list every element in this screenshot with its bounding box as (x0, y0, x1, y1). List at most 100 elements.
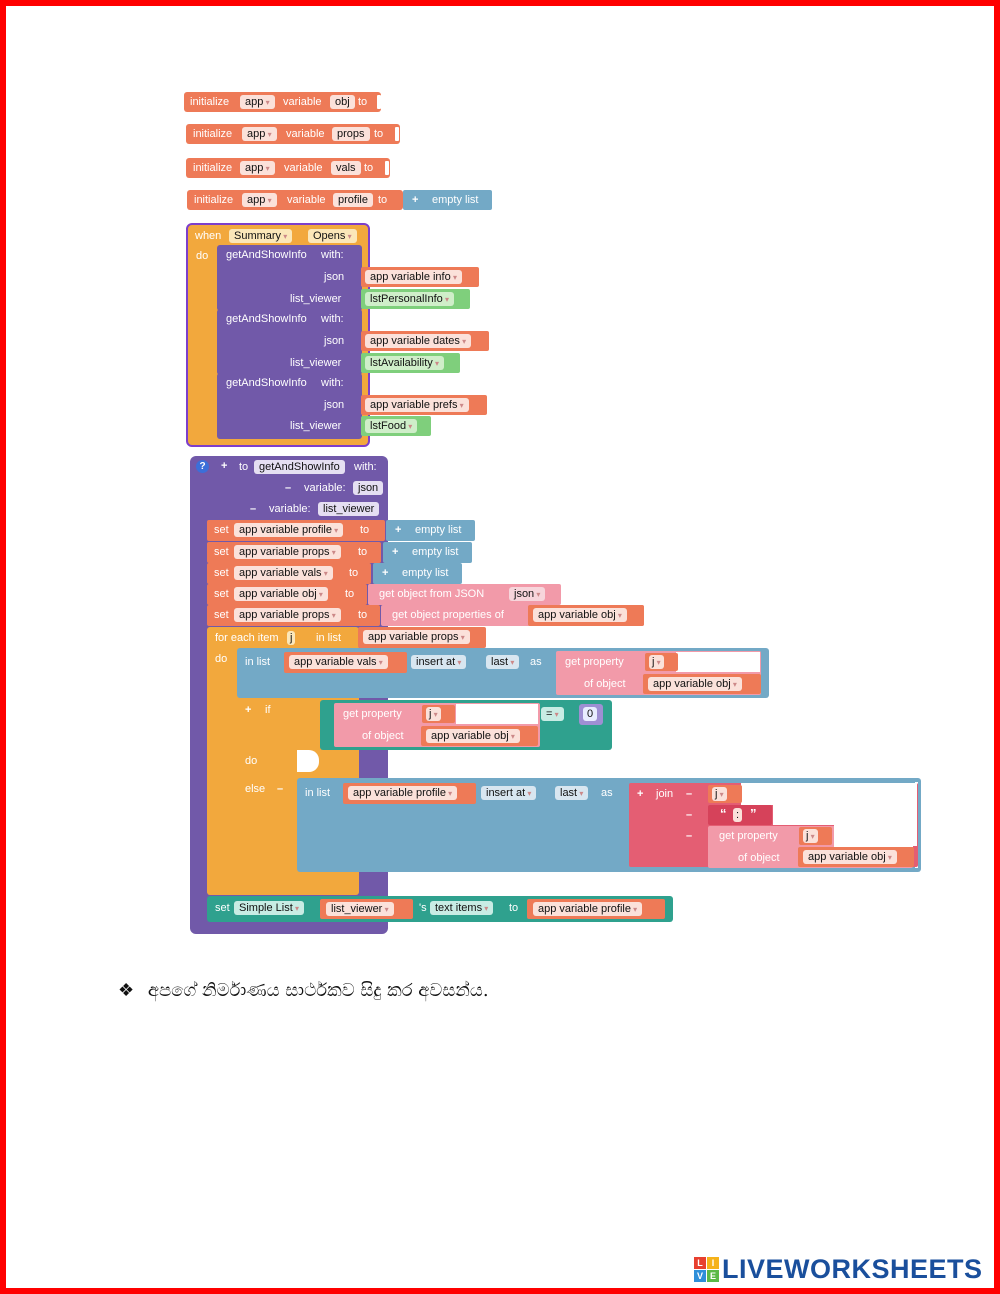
text-field[interactable]: : (733, 808, 743, 822)
get-var-dates[interactable]: app variable dates (361, 331, 489, 351)
component-lstfood[interactable]: lstFood (361, 416, 431, 436)
property-dropdown[interactable]: text items (430, 901, 494, 915)
init-block-obj[interactable]: initialize app variable obj to (184, 92, 381, 112)
param-list-viewer[interactable]: list_viewer (318, 502, 380, 516)
scope-dropdown[interactable]: app (240, 95, 275, 109)
get-var-obj[interactable]: app variable obj (643, 674, 761, 694)
set-vals-block[interactable]: set app variable vals to (207, 563, 371, 584)
get-param-list-viewer[interactable]: list_viewer (320, 899, 413, 919)
help-icon[interactable]: ? (196, 460, 209, 473)
plus-icon[interactable]: + (412, 194, 419, 206)
text-string-block[interactable]: “ : ” (708, 805, 772, 825)
value-socket[interactable] (395, 127, 399, 141)
plus-icon[interactable]: + (245, 704, 252, 716)
operator-dropdown[interactable]: = (541, 707, 564, 721)
minus-icon[interactable]: – (686, 809, 693, 821)
plus-icon[interactable]: + (395, 524, 402, 536)
param-getter-json[interactable]: json (509, 587, 546, 601)
variable-getter[interactable]: app variable props (363, 630, 470, 644)
variable-getter[interactable]: app variable info (365, 270, 462, 284)
empty-list-block[interactable]: + empty list (373, 563, 462, 584)
loop-variable-j[interactable]: j (287, 631, 296, 645)
empty-list-block[interactable]: + empty list (386, 520, 475, 541)
set-props-block[interactable]: set app variable props to (207, 542, 381, 563)
variable-dropdown[interactable]: app variable props (234, 545, 341, 559)
event-dropdown[interactable]: Opens (308, 229, 357, 243)
plus-icon[interactable]: + (382, 567, 389, 579)
get-var-profile[interactable]: app variable profile (343, 783, 476, 804)
variable-getter-j[interactable]: j (649, 655, 664, 669)
variable-getter-j[interactable]: j (712, 787, 727, 801)
empty-list-block[interactable]: + empty list (403, 190, 492, 210)
variable-dropdown[interactable]: app variable obj (234, 587, 328, 601)
value-socket[interactable] (385, 161, 389, 175)
component-dropdown[interactable]: lstAvailability (365, 356, 445, 370)
init-block-profile[interactable]: initialize app variable profile to (187, 190, 403, 210)
procedure-name-field[interactable]: getAndShowInfo (254, 460, 345, 474)
get-var-profile[interactable]: app variable profile (527, 899, 665, 919)
minus-icon[interactable]: – (686, 830, 693, 842)
component-lstavailability[interactable]: lstAvailability (361, 353, 460, 373)
set-props-block-2[interactable]: set app variable props to (207, 605, 380, 626)
plus-icon[interactable]: + (637, 788, 644, 800)
variable-getter[interactable]: app variable profile (348, 786, 458, 800)
set-obj-block[interactable]: set app variable obj to (207, 584, 367, 605)
scope-dropdown[interactable]: app (240, 161, 275, 175)
variable-getter-j[interactable]: j (803, 829, 818, 843)
position-dropdown[interactable]: last (555, 786, 589, 800)
get-var-prefs[interactable]: app variable prefs (361, 395, 487, 415)
insert-at-dropdown[interactable]: insert at (411, 655, 467, 669)
init-block-vals[interactable]: initialize app variable vals to (186, 158, 390, 178)
minus-icon[interactable]: – (277, 783, 284, 795)
get-j[interactable]: j (645, 653, 678, 671)
component-dropdown[interactable]: Summary (229, 229, 293, 243)
variable-getter[interactable]: app variable obj (648, 677, 742, 691)
component-dropdown[interactable]: lstPersonalInfo (365, 292, 455, 306)
variable-getter[interactable]: app variable obj (426, 729, 520, 743)
get-var-obj[interactable]: app variable obj (798, 847, 914, 867)
variable-name[interactable]: profile (333, 193, 373, 207)
number-field[interactable]: 0 (583, 707, 598, 721)
param-json[interactable]: json (353, 481, 384, 495)
position-dropdown[interactable]: last (486, 655, 520, 669)
variable-dropdown[interactable]: app variable props (234, 608, 341, 622)
set-profile-block[interactable]: set app variable profile to (207, 520, 385, 541)
variable-name[interactable]: props (332, 127, 370, 141)
get-var-info[interactable]: app variable info (361, 267, 479, 287)
empty-list-block[interactable]: + empty list (383, 542, 472, 563)
component-lstpersonalinfo[interactable]: lstPersonalInfo (361, 289, 470, 309)
minus-icon[interactable]: – (285, 482, 292, 494)
value-socket[interactable] (377, 95, 381, 109)
component-dropdown[interactable]: Simple List (234, 901, 305, 915)
call-getandshowinfo-3[interactable]: getAndShowInfo with: json list_viewer (217, 373, 362, 439)
scope-dropdown[interactable]: app (242, 193, 277, 207)
get-var-vals[interactable]: app variable vals (284, 652, 407, 673)
minus-icon[interactable]: – (686, 788, 693, 800)
call-getandshowinfo-1[interactable]: getAndShowInfo with: json list_viewer (217, 245, 362, 311)
variable-getter[interactable]: list_viewer (326, 902, 394, 916)
variable-getter[interactable]: app variable obj (533, 608, 627, 622)
variable-dropdown[interactable]: app variable profile (234, 523, 344, 537)
get-var-obj[interactable]: app variable obj (421, 726, 538, 746)
empty-do-slot[interactable] (297, 750, 319, 772)
get-j[interactable]: j (422, 705, 455, 723)
variable-getter[interactable]: app variable profile (533, 902, 643, 916)
scope-dropdown[interactable]: app (242, 127, 277, 141)
if-else-block[interactable]: + if do else – (237, 698, 300, 884)
plus-icon[interactable]: + (221, 460, 228, 472)
variable-getter[interactable]: app variable obj (803, 850, 897, 864)
get-var-obj[interactable]: app variable obj (528, 605, 644, 626)
init-block-props[interactable]: initialize app variable props to (186, 124, 400, 144)
variable-dropdown[interactable]: app variable vals (234, 566, 333, 580)
get-j[interactable]: j (708, 785, 742, 803)
get-j[interactable]: j (799, 827, 832, 845)
get-object-from-json-block[interactable]: get object from JSON json (368, 584, 561, 605)
call-getandshowinfo-2[interactable]: getAndShowInfo with: json list_viewer (217, 309, 362, 375)
variable-getter-j[interactable]: j (426, 707, 441, 721)
get-var-props[interactable]: app variable props (358, 627, 486, 648)
insert-at-dropdown[interactable]: insert at (481, 786, 537, 800)
variable-getter[interactable]: app variable vals (289, 655, 388, 669)
variable-getter[interactable]: app variable prefs (365, 398, 469, 412)
number-block[interactable]: 0 (579, 704, 603, 725)
minus-icon[interactable]: – (250, 503, 257, 515)
